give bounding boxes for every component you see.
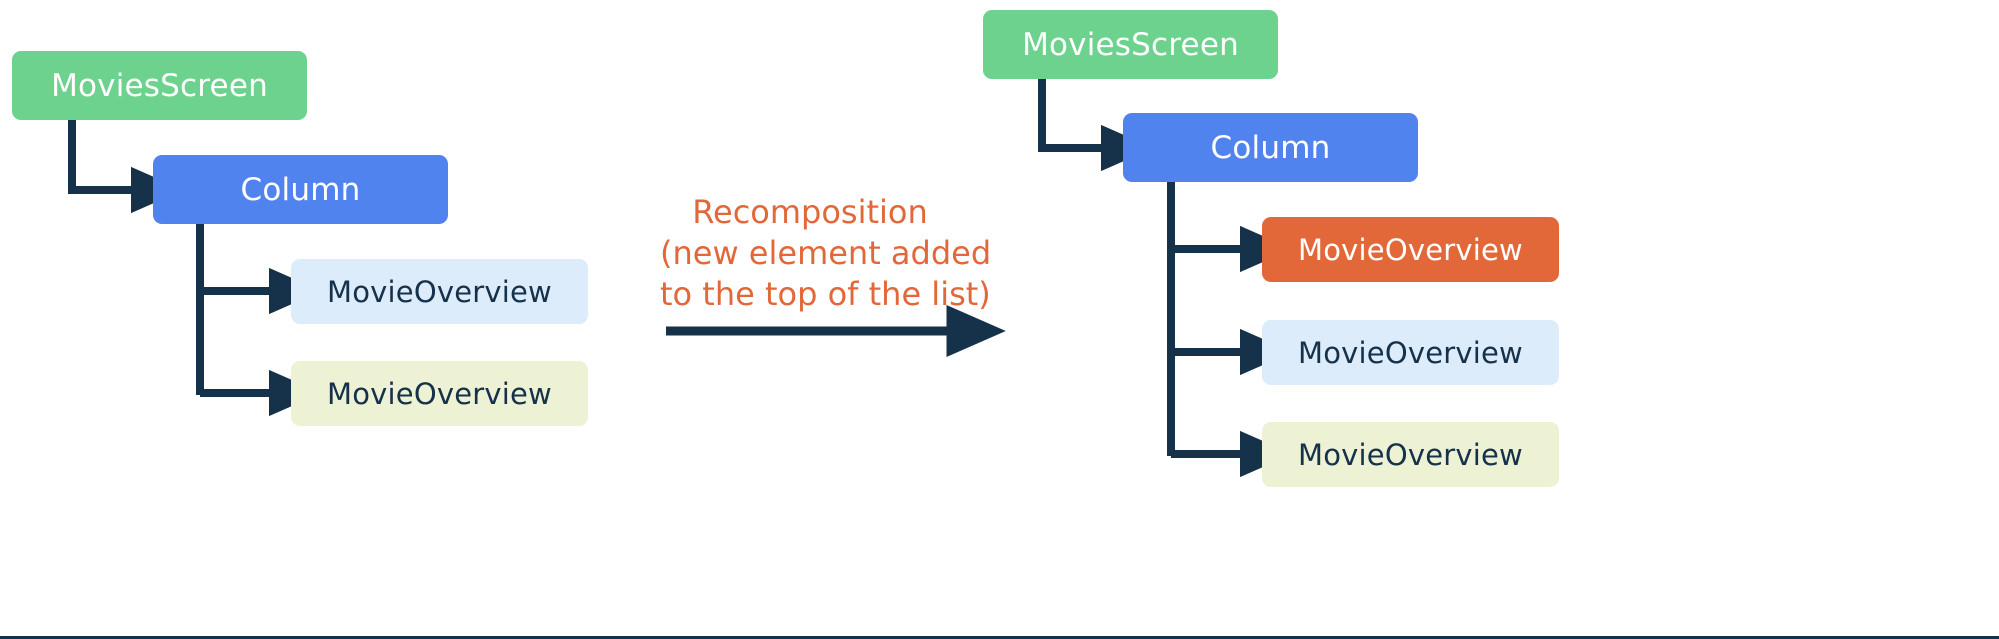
before-movie-overview-label-1: MovieOverview [327,274,552,309]
after-movie-overview-node-3[interactable]: MovieOverview [1262,422,1559,487]
before-movies-screen-label: MoviesScreen [51,67,268,104]
after-movie-overview-node-1[interactable]: MovieOverview [1262,217,1559,282]
connector-left-column-trunk [196,224,322,417]
connector-left-screen-to-column [68,120,184,214]
recomposition-caption-line-3: to the top of the list) [660,275,991,313]
before-column-node[interactable]: Column [153,155,448,224]
before-column-label: Column [240,171,361,208]
after-column-label: Column [1210,129,1331,166]
after-movie-overview-label-1: MovieOverview [1298,232,1523,267]
before-movies-screen-node[interactable]: MoviesScreen [12,51,307,120]
after-movie-overview-node-2[interactable]: MovieOverview [1262,320,1559,385]
recomposition-caption-line-1: Recomposition [692,193,928,231]
after-movies-screen-label: MoviesScreen [1022,26,1239,63]
bottom-divider [0,636,1999,639]
after-column-node[interactable]: Column [1123,113,1418,182]
after-movies-screen-node[interactable]: MoviesScreen [983,10,1278,79]
before-movie-overview-node-2[interactable]: MovieOverview [291,361,588,426]
before-movie-overview-node-1[interactable]: MovieOverview [291,259,588,324]
after-movie-overview-label-3: MovieOverview [1298,437,1523,472]
before-movie-overview-label-2: MovieOverview [327,376,552,411]
connector-right-column-trunk [1167,182,1293,478]
recomposition-caption: Recomposition (new element added to the … [660,192,992,315]
connector-right-screen-to-column [1038,79,1154,172]
recomposition-caption-line-2: (new element added [660,234,992,272]
after-movie-overview-label-2: MovieOverview [1298,335,1523,370]
